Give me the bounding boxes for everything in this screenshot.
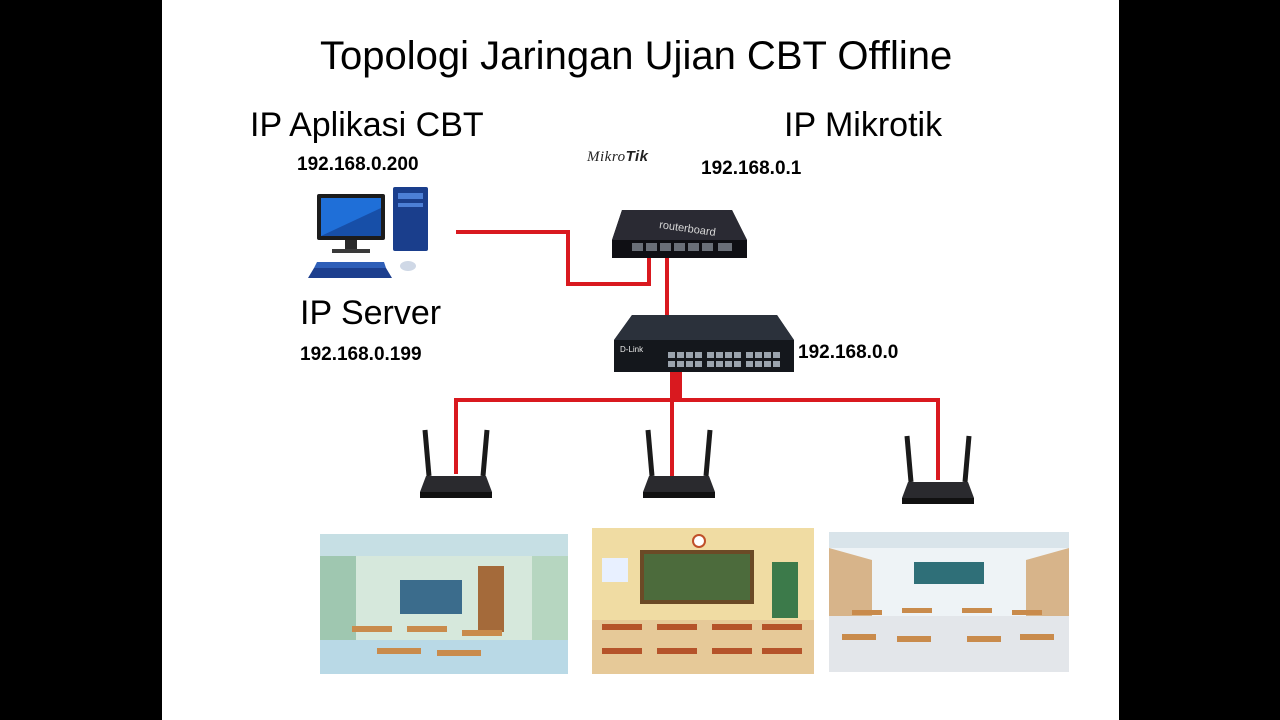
cable-switch-to-ap-left (454, 368, 678, 474)
server-ip-value: 192.168.0.199 (300, 344, 422, 365)
switch-ip-value: 192.168.0.0 (798, 342, 899, 363)
wifi-router-icon (420, 429, 492, 498)
diagram-title: Topologi Jaringan Ujian CBT Offline (320, 34, 953, 78)
mikrotik-router-icon: routerboard (612, 210, 747, 258)
cable-lines (454, 230, 940, 480)
slide: routerboard D-Link (162, 0, 1119, 720)
mikrotik-ip-title: IP Mikrotik (784, 106, 943, 144)
app-ip-value: 192.168.0.200 (297, 154, 419, 175)
wifi-router-icon-group (420, 429, 974, 504)
classroom-image (592, 528, 814, 674)
server-ip-title: IP Server (300, 294, 442, 332)
app-ip-title: IP Aplikasi CBT (250, 106, 484, 144)
switch-brand: D-Link (620, 345, 644, 354)
wifi-router-icon (643, 429, 715, 498)
cable-pc-to-router (456, 230, 651, 286)
classroom-images (320, 528, 1069, 674)
network-switch-icon: D-Link (614, 315, 794, 372)
logo-part-a: Mikro (587, 149, 626, 165)
mikrotik-ip-value: 192.168.0.1 (701, 158, 802, 179)
mikrotik-logo: MikroTik (587, 148, 649, 166)
wifi-router-icon (902, 435, 974, 504)
cable-switch-to-ap-right (678, 368, 940, 480)
desktop-computer-icon (308, 187, 428, 278)
classroom-image (320, 534, 568, 674)
classroom-image (829, 532, 1069, 672)
network-cables (454, 230, 940, 480)
logo-part-b: Tik (625, 148, 649, 165)
